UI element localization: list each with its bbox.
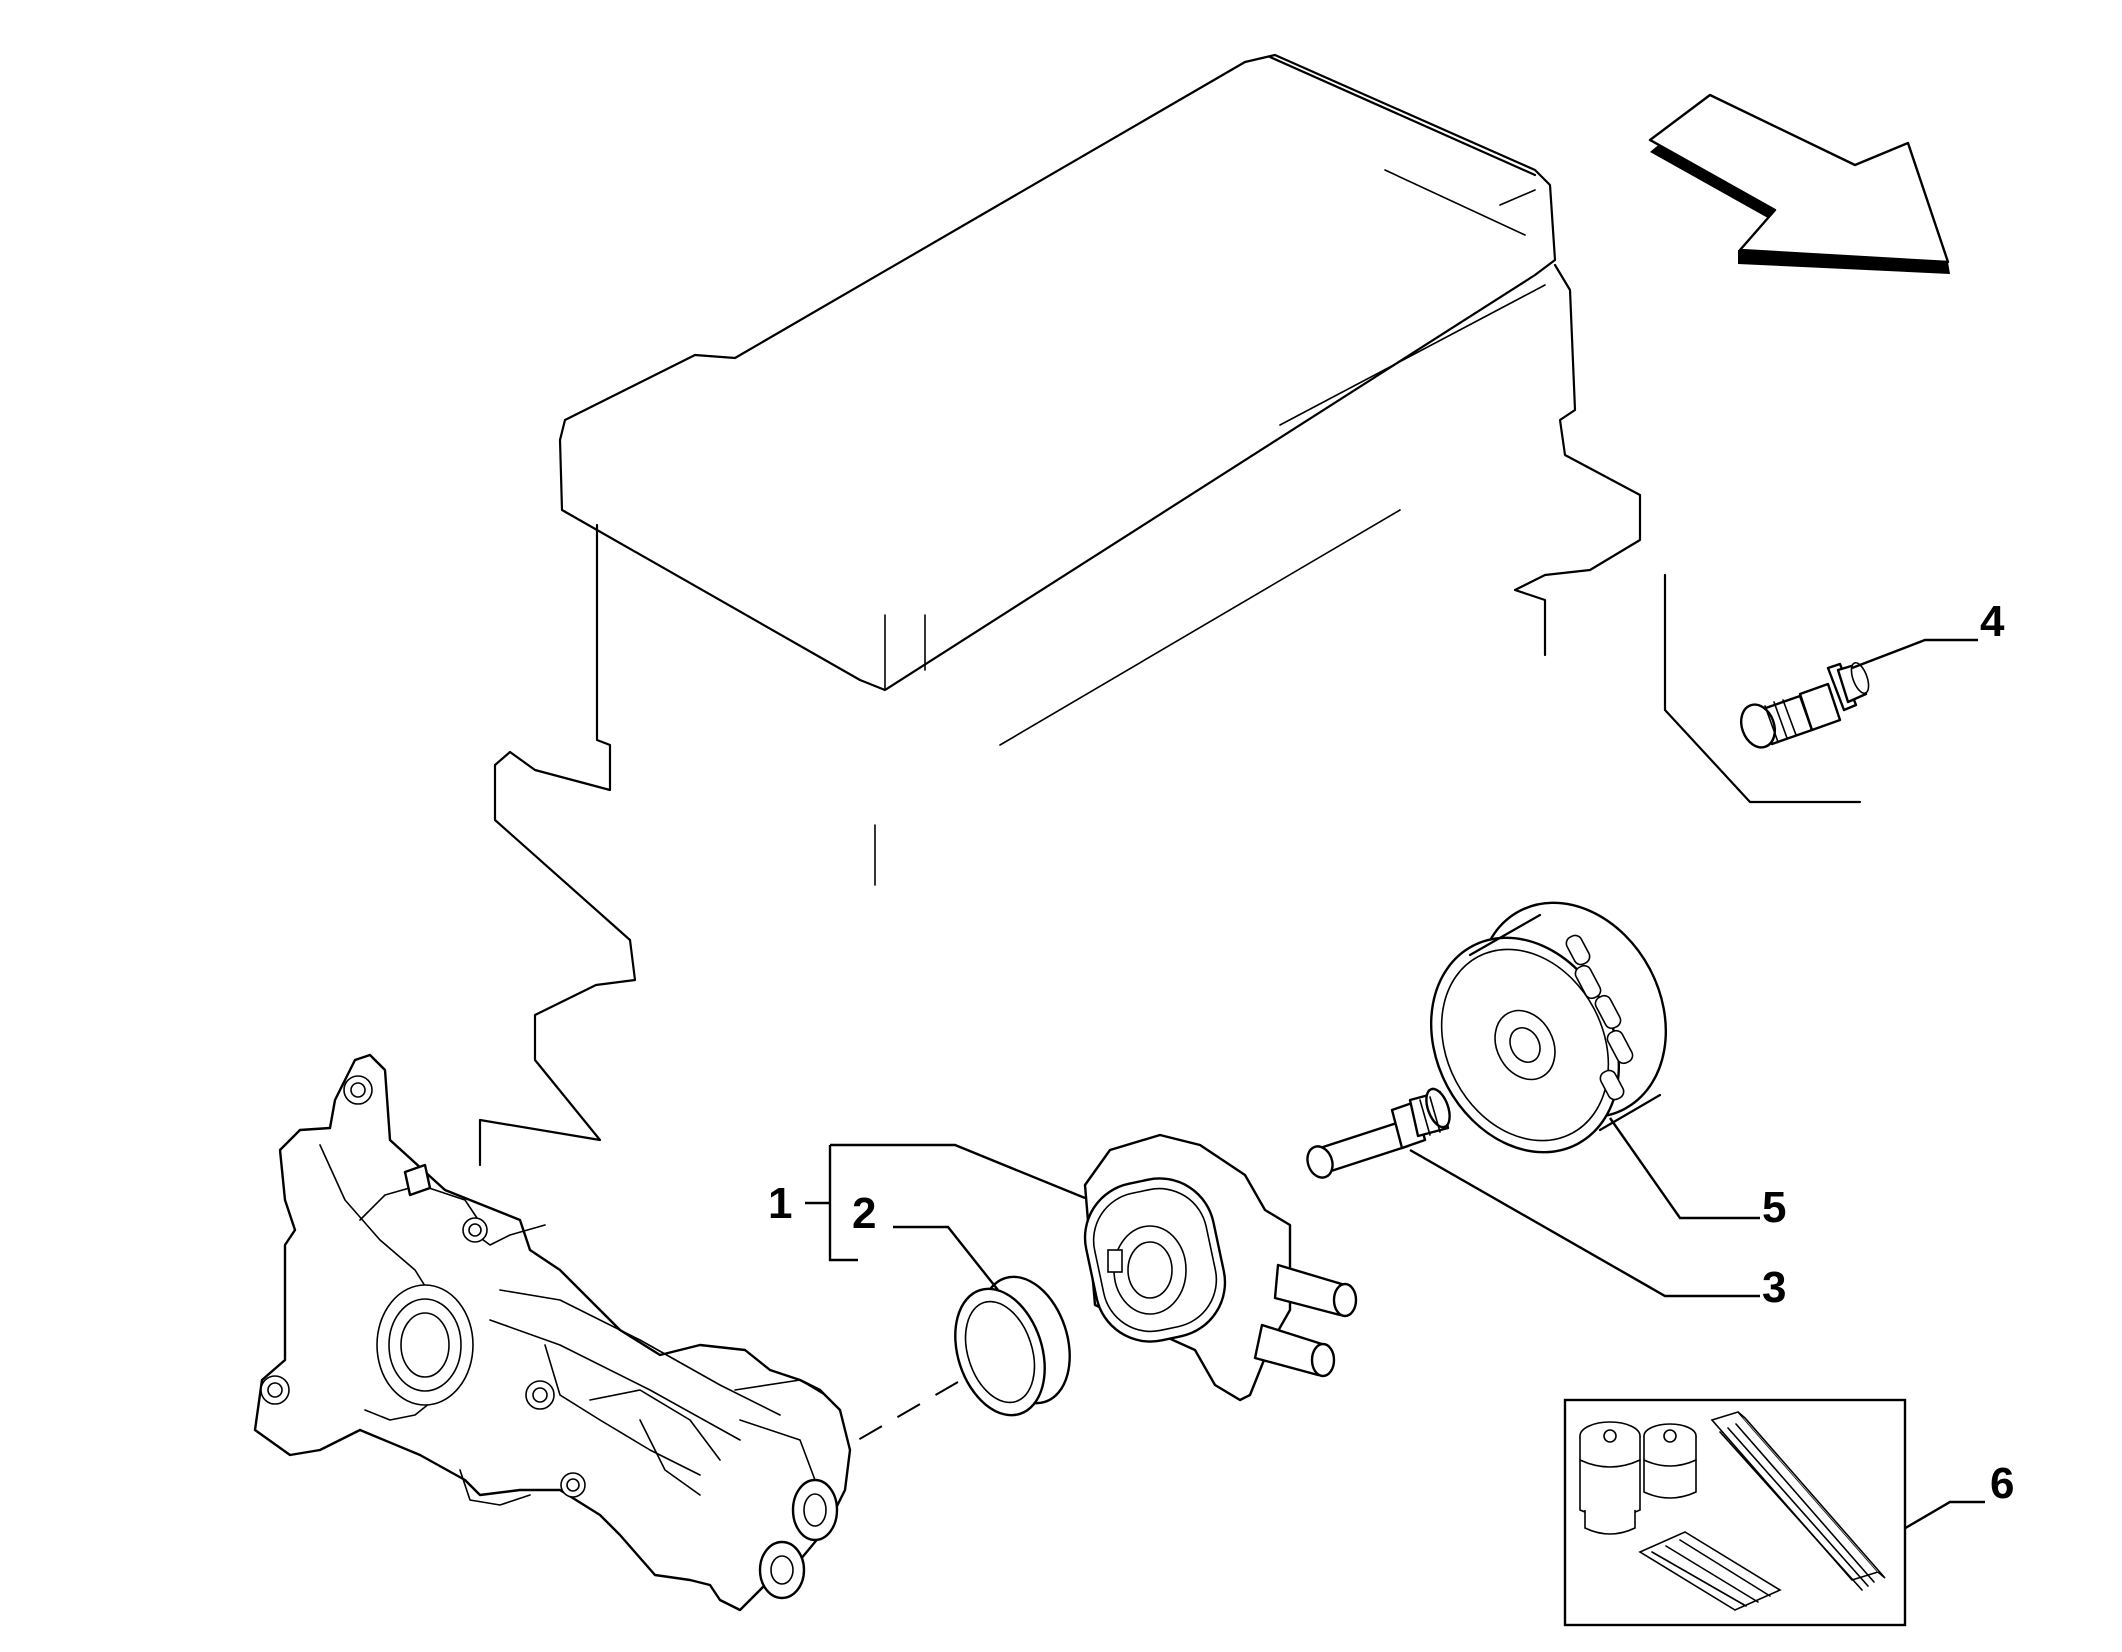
housing-bracket-outline — [1663, 573, 1862, 804]
part-2-seal-ring — [954, 1275, 1071, 1417]
callout-3: 3 — [1762, 1263, 1786, 1312]
part-3-union-bolt — [1306, 1087, 1451, 1179]
callout-labels: 1 2 3 4 5 6 — [768, 597, 2014, 1508]
assembly-dashed-line — [857, 1381, 959, 1441]
callout-5: 5 — [1762, 1183, 1786, 1232]
kit-fuel-filter-icon — [1643, 1423, 1697, 1499]
part-1-oil-cooler — [1083, 1133, 1358, 1402]
engine-block-outline — [478, 53, 1642, 1167]
oil-pump-housing — [253, 1053, 852, 1612]
kit-air-filter-icon — [1710, 1411, 1886, 1591]
callout-1: 1 — [768, 1179, 792, 1228]
part-6-service-kit-inset — [1563, 1398, 1907, 1627]
part-5-oil-filter — [1429, 901, 1668, 1154]
callout-4: 4 — [1980, 597, 2005, 646]
part-4-sensor — [1739, 661, 1870, 749]
callout-6: 6 — [1990, 1459, 2014, 1508]
kit-oil-filter-icon — [1579, 1421, 1641, 1535]
callout-leaders — [805, 638, 1985, 1532]
direction-arrow-icon — [1648, 93, 1950, 274]
callout-2: 2 — [852, 1189, 876, 1238]
kit-cabin-filter-icon — [1638, 1531, 1782, 1611]
